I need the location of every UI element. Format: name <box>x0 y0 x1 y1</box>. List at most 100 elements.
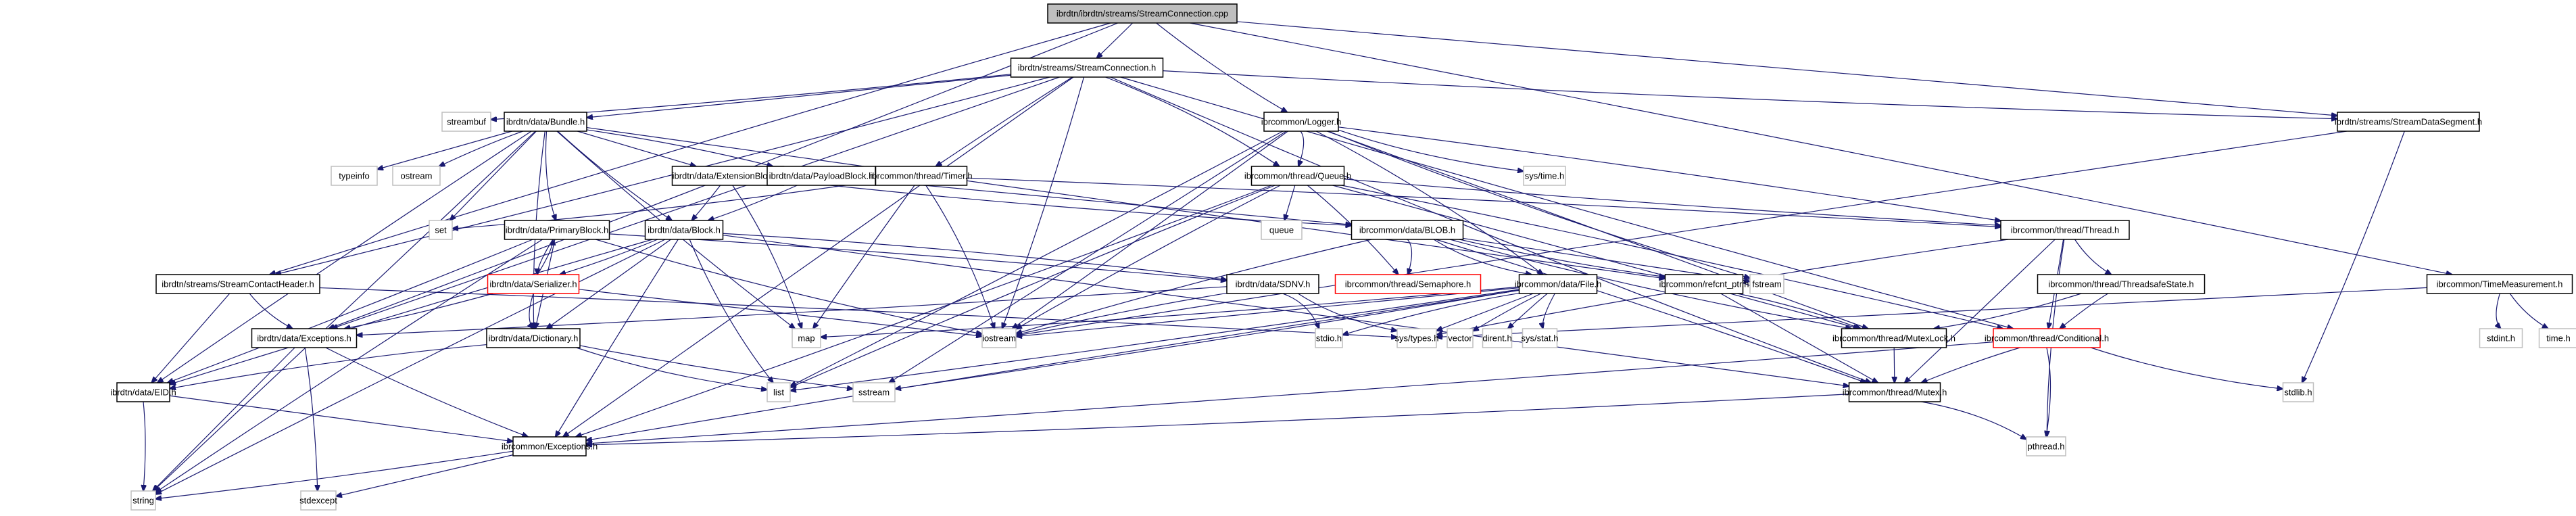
graph-node-stdexcept: stdexcept <box>299 490 337 511</box>
node-box <box>1250 166 1345 186</box>
edge-cond-to-mutex <box>1921 347 2020 383</box>
edge-logger-to-mutexlock <box>1327 131 1868 329</box>
node-label: ibrcommon/thread/Mutex.h <box>1843 388 1947 398</box>
edge-sc-to-bundle <box>587 74 1011 118</box>
edge-logger-to-thread <box>1338 126 2001 221</box>
graph-node-thread[interactable]: ibrcommon/thread/Thread.h <box>2000 220 2130 240</box>
graph-node-dict[interactable]: ibrdtn/data/Dictionary.h <box>486 328 581 348</box>
edge-block-to-serializer <box>560 239 658 275</box>
edge-file-to-systypes <box>1436 293 1534 331</box>
edge-eid-to-cexc <box>169 395 513 442</box>
edge-sc-to-timer <box>935 76 1073 166</box>
graph-node-ostream: ostream <box>392 166 441 186</box>
edge-refcnt-to-mutexlock <box>1737 293 1861 329</box>
edge-logger-to-fstream <box>1328 131 1750 278</box>
graph-node-block[interactable]: ibrdtn/data/Block.h <box>644 220 724 240</box>
graph-node-refcnt[interactable]: ibrcommon/refcnt_ptr.h <box>1659 274 1749 294</box>
node-box <box>1047 3 1238 24</box>
graph-node-dexc[interactable]: ibrdtn/data/Exceptions.h <box>251 328 358 348</box>
node-label: ibrcommon/thread/Thread.h <box>2011 225 2119 235</box>
node-label: ibrcommon/Logger.h <box>1261 117 1342 127</box>
node-label: ibrdtn/streams/StreamDataSegment.h <box>2335 117 2482 127</box>
edge-sdnv-to-stdio <box>1282 293 1319 329</box>
edge-bundle-to-set <box>450 131 537 220</box>
edge-sc-to-queue <box>1105 76 1279 166</box>
graph-node-sc[interactable]: ibrdtn/streams/StreamConnection.h <box>1010 57 1164 78</box>
graph-node-semaphore[interactable]: ibrcommon/thread/Semaphore.h <box>1334 274 1482 294</box>
graph-node-tm[interactable]: ibrcommon/TimeMeasurement.h <box>2426 274 2573 294</box>
graph-node-file[interactable]: ibrcommon/data/File.h <box>1515 274 1602 294</box>
node-label: set <box>435 225 447 235</box>
graph-node-typeinfo: typeinfo <box>331 166 378 186</box>
node-label: sstream <box>858 388 890 398</box>
graph-node-root[interactable]: ibrdtn/ibrdtn/streams/StreamConnection.c… <box>1047 3 1238 24</box>
graph-node-sdnv[interactable]: ibrdtn/data/SDNV.h <box>1226 274 1319 294</box>
graph-node-eid[interactable]: ibrdtn/data/EID.h <box>110 382 176 402</box>
edge-logger-to-iostream <box>1013 131 1288 329</box>
graph-node-systypes: sys/types.h <box>1394 328 1439 348</box>
node-box <box>1351 220 1464 240</box>
node-label: ibrcommon/data/BLOB.h <box>1359 225 1455 235</box>
node-label: ibrcommon/data/File.h <box>1515 279 1602 289</box>
graph-node-timer[interactable]: ibrcommon/thread/Timer.h <box>870 166 973 186</box>
edge-dict-to-list <box>576 347 767 390</box>
node-box <box>671 166 785 186</box>
node-label: dirent.h <box>1482 333 1511 344</box>
edge-dict-to-sstream <box>579 345 853 389</box>
graph-node-primary[interactable]: ibrdtn/data/PrimaryBlock.h <box>504 220 610 240</box>
node-box <box>130 490 156 511</box>
graph-node-queue[interactable]: ibrcommon/thread/Queue.h <box>1244 166 1351 186</box>
graph-node-cexc[interactable]: ibrcommon/Exceptions.h <box>502 436 598 456</box>
node-label: ibrcommon/thread/Conditional.h <box>1985 333 2109 344</box>
edge-block-to-eid <box>170 239 653 384</box>
graph-node-sds[interactable]: ibrdtn/streams/StreamDataSegment.h <box>2335 112 2482 132</box>
graph-node-mutex[interactable]: ibrcommon/thread/Mutex.h <box>1843 382 1947 402</box>
graph-node-serializer[interactable]: ibrdtn/data/Serializer.h <box>487 274 580 294</box>
node-label: queue <box>1269 225 1294 235</box>
edge-blob-to-file <box>1433 239 1532 275</box>
graph-node-tss[interactable]: ibrcommon/thread/ThreadsafeState.h <box>2037 274 2206 294</box>
edge-sch-to-systypes <box>319 287 1397 337</box>
edge-thread-to-tss <box>2074 239 2112 275</box>
edge-cond-to-cexc <box>586 342 1994 444</box>
node-label: ibrdtn/data/EID.h <box>110 388 176 398</box>
node-box <box>1518 274 1598 294</box>
node-label: fstream <box>1752 279 1781 289</box>
node-box <box>504 112 587 132</box>
node-box <box>116 382 170 402</box>
node-label: iostream <box>982 333 1016 344</box>
graph-node-stdio: stdio.h <box>1315 328 1343 348</box>
graph-node-timeh: time.h <box>2538 328 2576 348</box>
node-box <box>981 328 1017 348</box>
graph-node-blob[interactable]: ibrcommon/data/BLOB.h <box>1351 220 1464 240</box>
edges-layer <box>143 21 2548 499</box>
edge-sds-to-iostream <box>1016 131 2347 335</box>
edge-block-to-cexc <box>556 239 679 437</box>
edge-refcnt-to-mutex <box>1720 293 1878 383</box>
node-label: time.h <box>2546 333 2570 344</box>
edge-dexc-to-cexc <box>325 347 528 437</box>
graph-node-pthread: pthread.h <box>2026 436 2066 456</box>
graph-node-logger[interactable]: ibrcommon/Logger.h <box>1261 112 1342 132</box>
graph-node-ext[interactable]: ibrdtn/data/ExtensionBlock.h <box>671 166 785 186</box>
edge-queue-to-iostream <box>1016 185 1281 329</box>
edge-eid-to-string <box>143 401 145 491</box>
node-label: ibrdtn/data/Dictionary.h <box>489 333 579 344</box>
edge-mutexlock-to-mutex <box>1894 347 1895 383</box>
node-box <box>300 490 337 511</box>
graph-node-sch[interactable]: ibrdtn/streams/StreamContactHeader.h <box>155 274 320 294</box>
node-box <box>2282 382 2314 402</box>
node-box <box>1315 328 1343 348</box>
node-box <box>441 112 491 132</box>
graph-node-bundle[interactable]: ibrdtn/data/Bundle.h <box>504 112 587 132</box>
graph-node-mutexlock[interactable]: ibrcommon/thread/MutexLock.h <box>1832 328 1955 348</box>
edge-sc-to-sds <box>1163 70 2338 119</box>
graph-node-payload[interactable]: ibrdtn/data/PayloadBlock.h <box>767 166 876 186</box>
edge-timer-to-thread <box>967 177 2001 227</box>
node-label: ibrdtn/data/PayloadBlock.h <box>769 171 874 181</box>
edge-sds-to-stdlib <box>2302 131 2405 383</box>
graph-node-cond[interactable]: ibrcommon/thread/Conditional.h <box>1985 328 2109 348</box>
edge-bundle-to-primary <box>545 131 556 220</box>
node-label: sys/types.h <box>1394 333 1438 344</box>
edge-sc-to-sch <box>275 76 1050 275</box>
